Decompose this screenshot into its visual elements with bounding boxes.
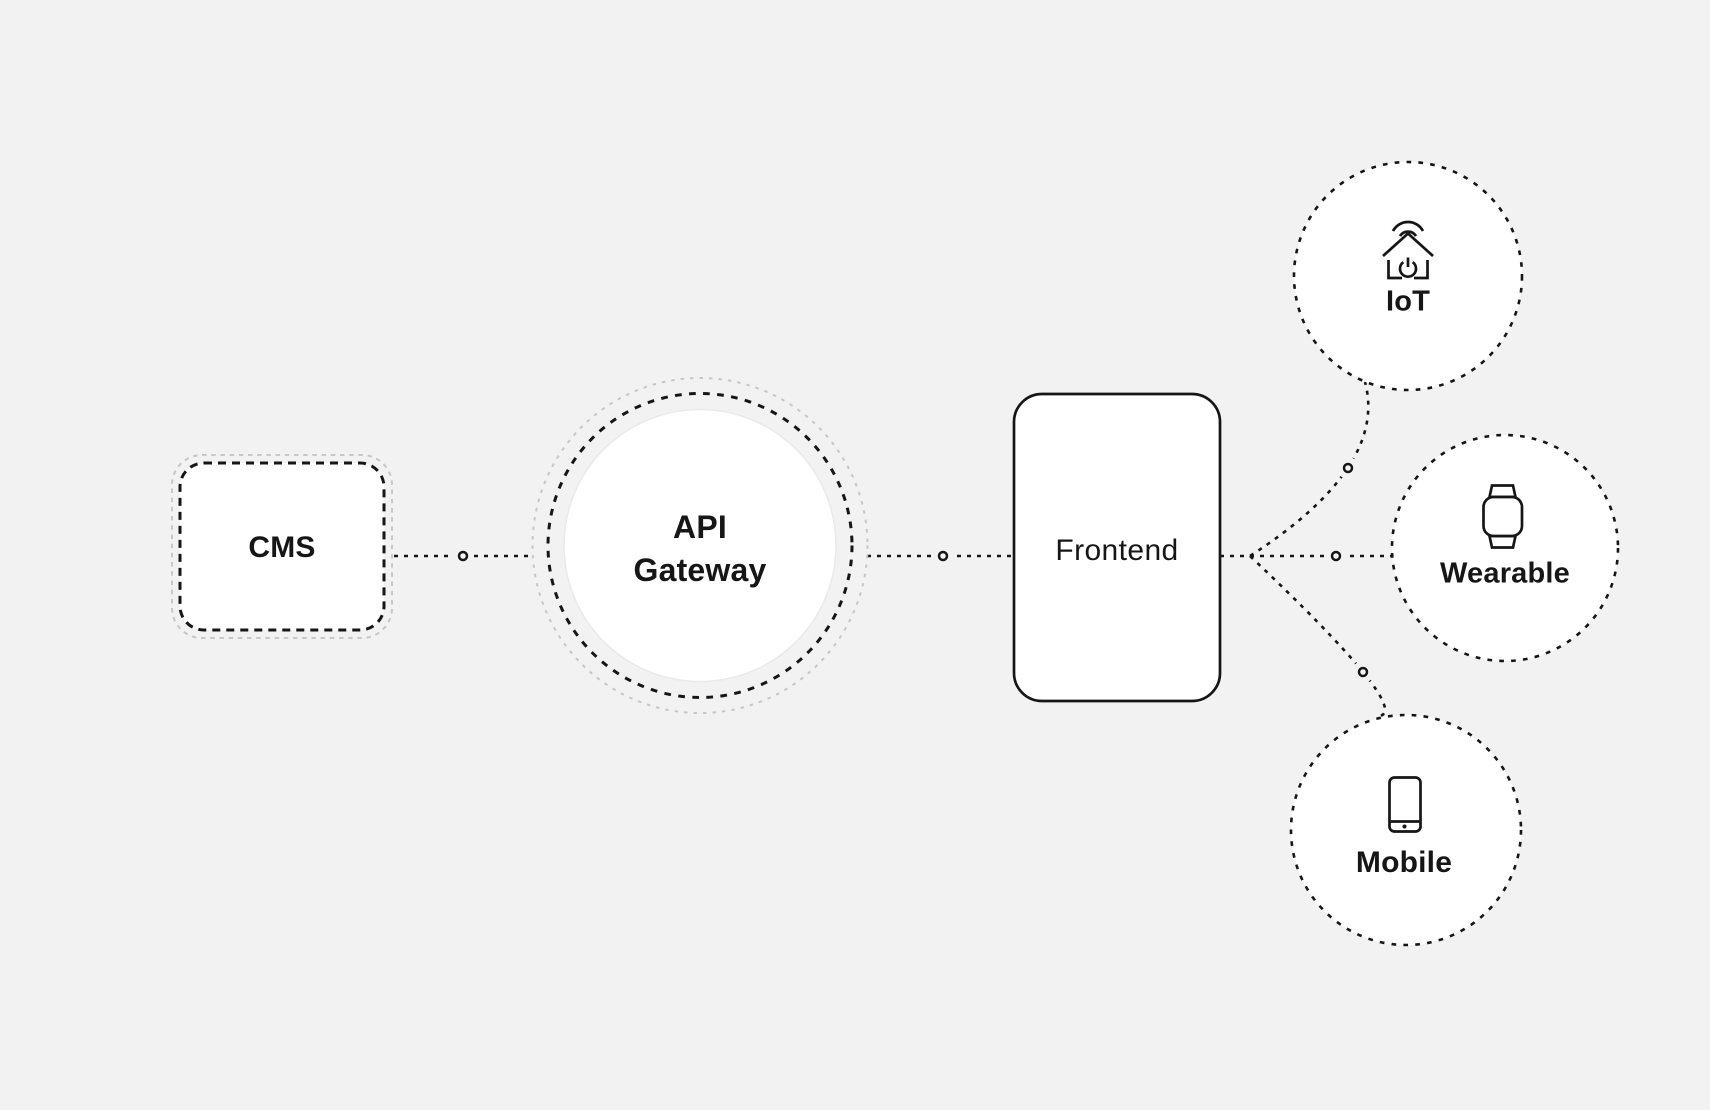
api-gateway-node [531,377,869,714]
cms-label: CMS [248,531,316,564]
cms-node [171,454,393,639]
smart-home-icon [1382,220,1434,280]
frontend-label: Frontend [1055,534,1179,567]
iot-label: IoT [1385,285,1431,318]
frontend-box [1012,392,1222,703]
smartphone-icon [1388,776,1422,833]
api-gateway-label-line2: Gateway [633,552,767,588]
gateway-dashed-ring [546,392,854,699]
connector-ring [1330,550,1342,562]
wearable-label: Wearable [1439,557,1571,590]
cms-box [178,461,386,632]
mobile-label: Mobile [1355,846,1453,879]
mobile-node [1289,713,1523,947]
api-gateway-label-line1: API [673,509,727,545]
connector-ring [1342,462,1354,474]
connector-rings [452,457,1374,683]
gateway-circle [563,408,837,683]
smartwatch-icon [1482,484,1524,549]
connector-ring [457,550,469,562]
iot-node [1292,160,1524,392]
wearable-node [1390,433,1620,663]
cms-outer-dashed-border [171,454,393,639]
connector-ring [937,550,949,562]
edge-frontend-mobile [1249,555,1387,718]
api-gateway-label: API Gateway [633,506,766,592]
gateway-outer-dotted-ring [531,377,869,714]
connector-ring [1357,666,1369,678]
